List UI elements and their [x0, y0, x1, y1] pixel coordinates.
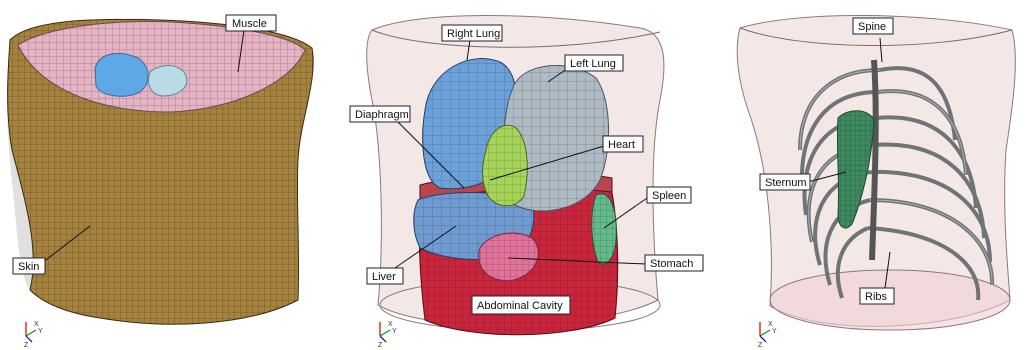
label-skin: Skin [18, 261, 39, 273]
panel-skin-muscle: Muscle Skin X Y Z [7, 15, 313, 349]
label-stomach: Stomach [650, 258, 693, 270]
axis-y-label: Y [392, 328, 397, 335]
axis-x-label: X [768, 321, 773, 328]
panel-skeleton: Spine Sternum Ribs X Y Z [737, 15, 1015, 349]
label-muscle: Muscle [232, 18, 267, 30]
panel-organs: Right Lung Left Lung Diaphragm Heart Spl… [350, 16, 703, 350]
axis-triad-icon: X Y Z [758, 321, 777, 349]
axis-y-label: Y [772, 328, 777, 335]
spine-mesh [872, 60, 876, 260]
axis-y-label: Y [38, 328, 43, 335]
inner-light-organ [149, 66, 187, 96]
label-heart: Heart [608, 139, 635, 151]
spleen-mesh [592, 194, 617, 264]
label-diaphragm: Diaphragm [355, 109, 409, 121]
axis-z-label: Z [24, 342, 29, 349]
axis-x-label: X [34, 321, 39, 328]
label-spleen: Spleen [652, 190, 686, 202]
label-left-lung: Left Lung [570, 58, 616, 70]
axis-z-label: Z [758, 342, 763, 349]
inner-blue-organ [95, 53, 148, 96]
label-spine: Spine [858, 21, 886, 33]
label-sternum: Sternum [765, 177, 807, 189]
axis-x-label: X [388, 321, 393, 328]
axis-z-label: Z [378, 342, 383, 349]
label-abdominal-cavity: Abdominal Cavity [477, 300, 563, 312]
label-ribs: Ribs [865, 291, 888, 303]
label-right-lung: Right Lung [447, 28, 500, 40]
axis-triad-icon: X Y Z [378, 321, 397, 349]
label-liver: Liver [372, 271, 396, 283]
axis-triad-icon: X Y Z [24, 321, 43, 349]
